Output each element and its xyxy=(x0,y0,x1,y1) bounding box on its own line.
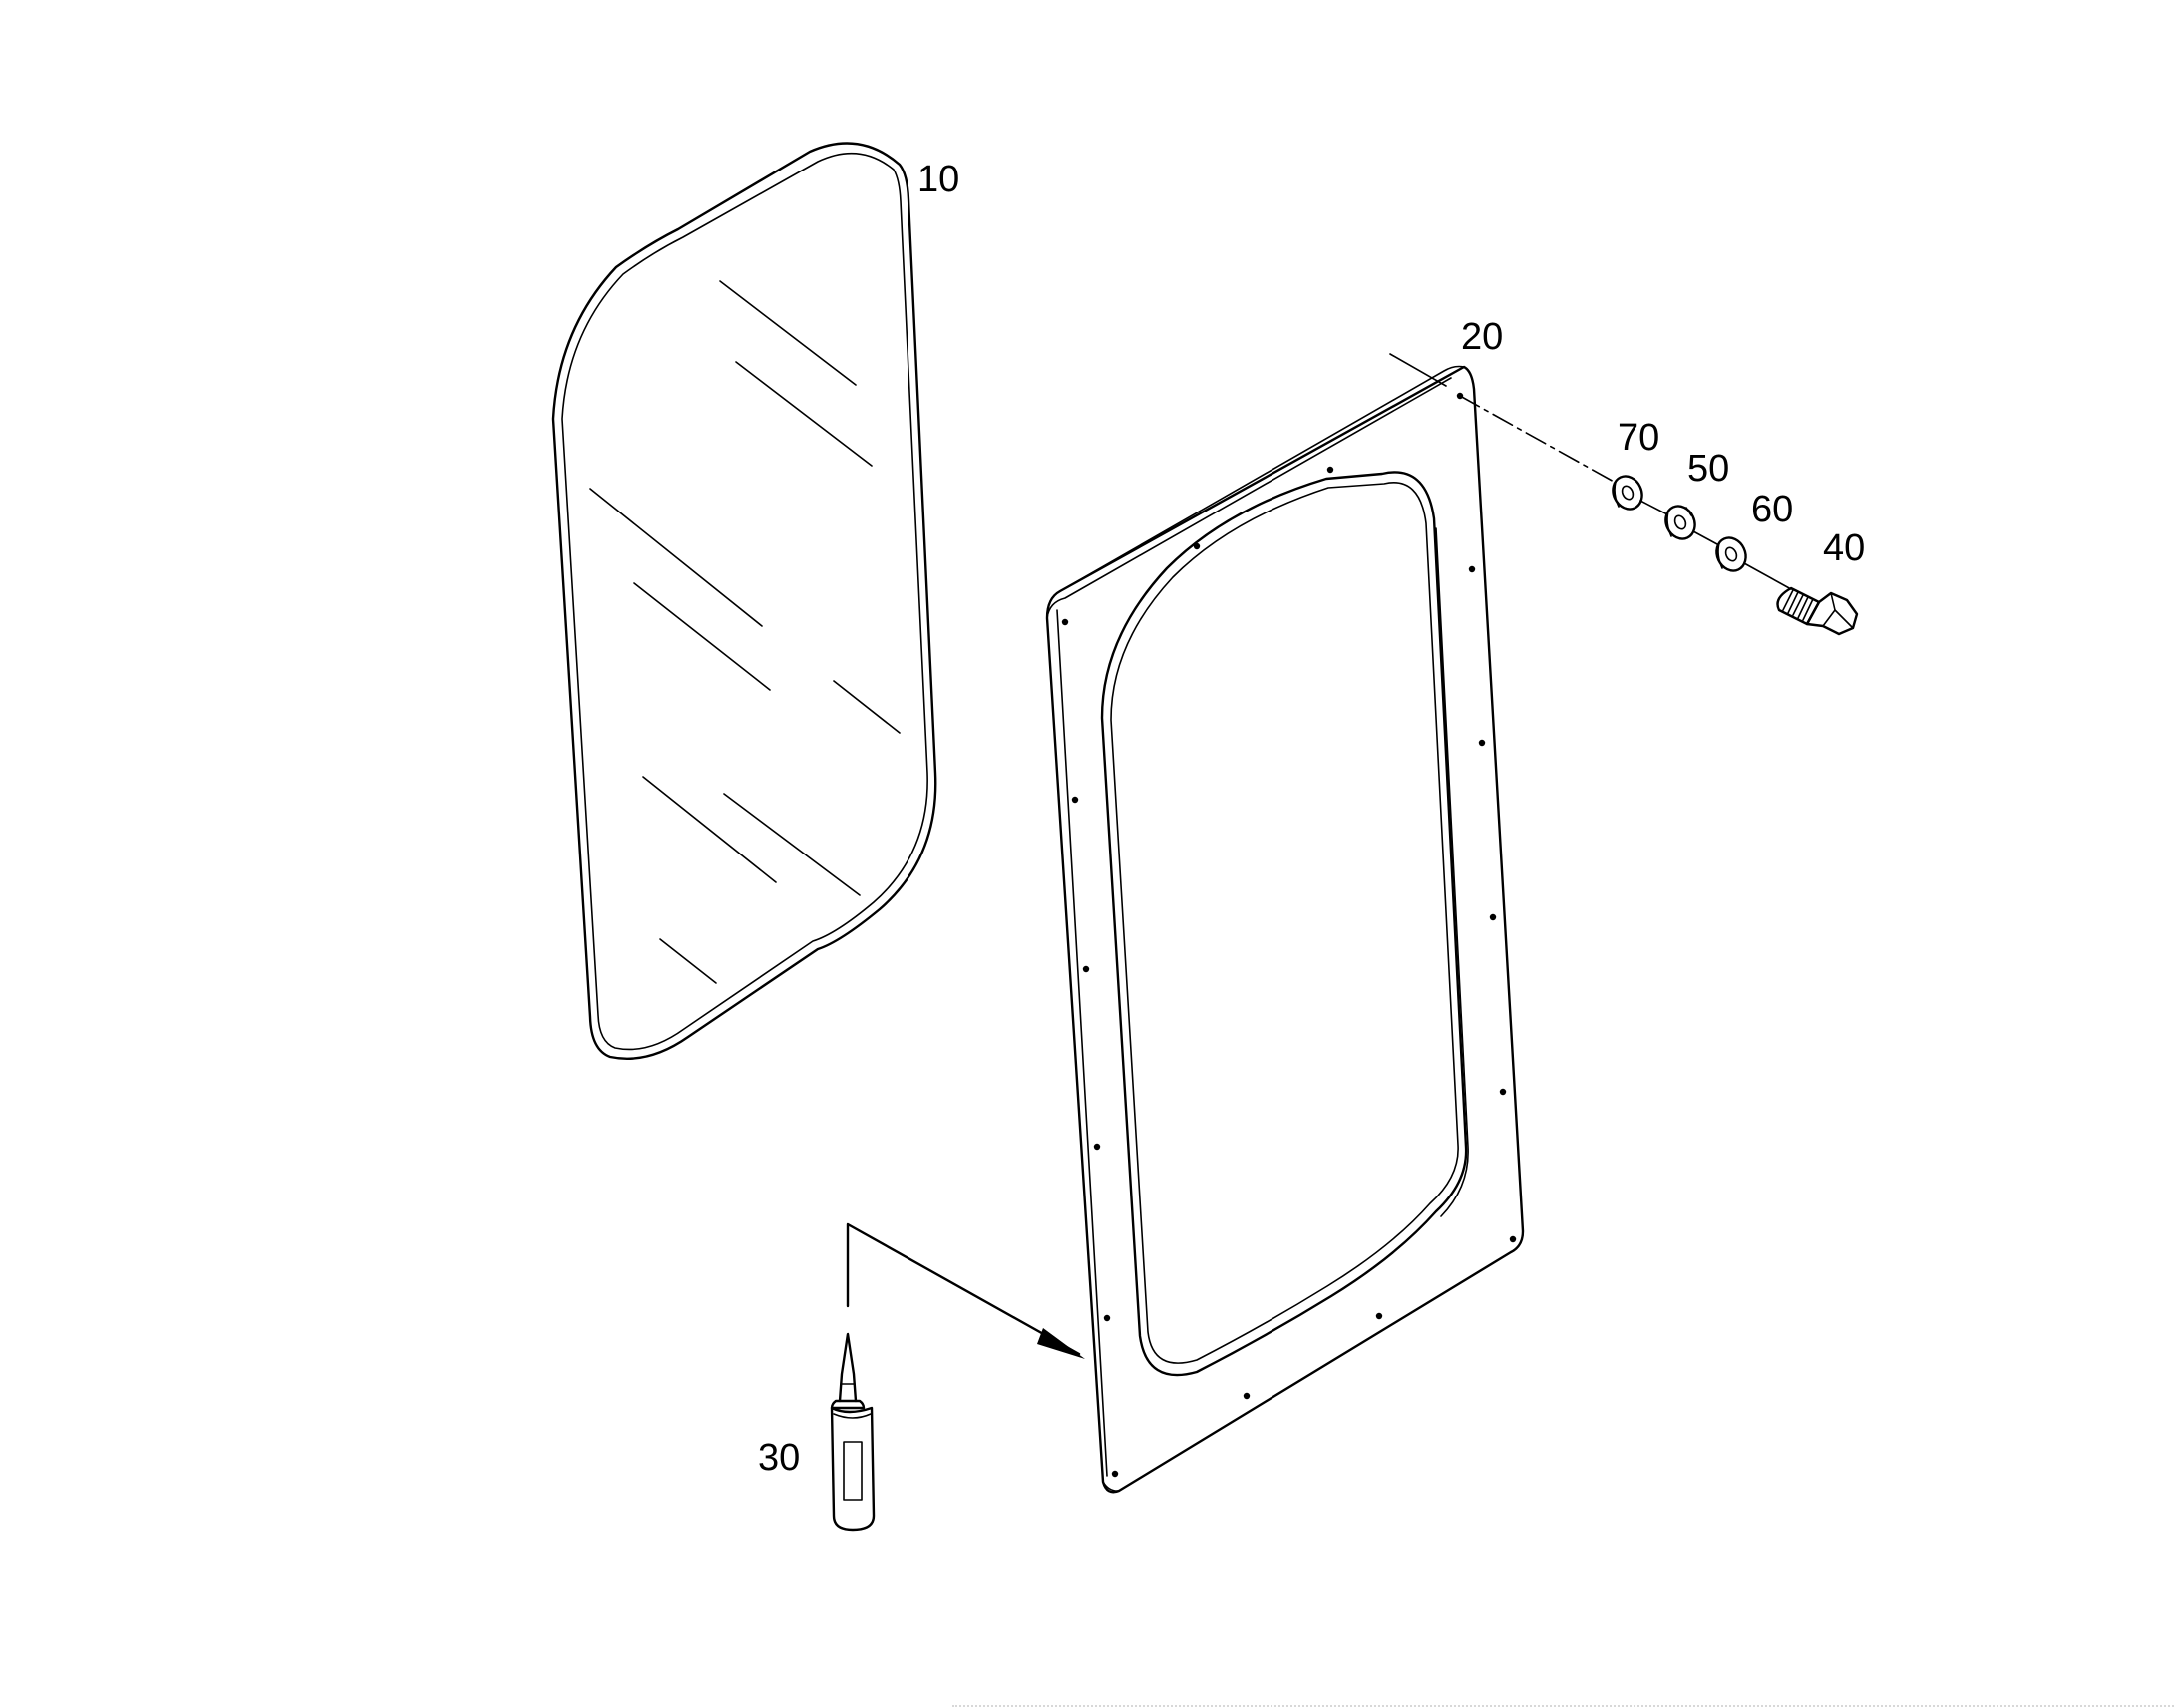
mounting-hole xyxy=(1071,796,1079,804)
glass-reflection-line xyxy=(633,582,771,691)
glass-reflection-line xyxy=(735,361,873,467)
washer-outline xyxy=(1612,475,1643,511)
mounting-hole xyxy=(1326,466,1334,474)
bolt-thread xyxy=(1792,594,1804,616)
glass-reflection-line xyxy=(719,280,857,386)
callout-label-70: 70 xyxy=(1618,417,1659,459)
bolt-thread xyxy=(1782,589,1794,611)
mounting-hole xyxy=(1489,913,1497,921)
page-bottom-rule xyxy=(952,1705,2174,1707)
mounting-hole xyxy=(1499,1088,1507,1096)
bolt-thread xyxy=(1787,591,1799,614)
washer-hole xyxy=(1621,485,1635,501)
callout-label-50: 50 xyxy=(1687,448,1729,490)
bolt-shank xyxy=(1776,586,1821,626)
washer-thickness xyxy=(1666,511,1672,537)
assembly-axis-line xyxy=(1692,530,1718,545)
glass-reflection-line xyxy=(659,938,717,984)
window-frame-opening-lip xyxy=(1435,527,1469,1217)
mounting-hole xyxy=(1468,565,1476,573)
cartridge-collar xyxy=(830,1399,866,1410)
washer-hole xyxy=(1724,546,1738,562)
washer-thickness xyxy=(1717,542,1723,569)
mounting-hole xyxy=(1061,618,1069,626)
cartridge-nozzle xyxy=(838,1332,858,1403)
glass-reflection-line xyxy=(833,680,901,734)
callout-label-10: 10 xyxy=(917,159,959,200)
glass-pane-edge xyxy=(561,152,928,1051)
mounting-hole xyxy=(1478,739,1486,747)
mounting-hole xyxy=(1193,542,1201,550)
callout-label-30: 30 xyxy=(758,1437,800,1479)
bolt-thread xyxy=(1802,598,1814,621)
callout-label-60: 60 xyxy=(1751,489,1793,530)
sealant-cartridge xyxy=(830,1332,876,1532)
mounting-hole xyxy=(1103,1314,1111,1322)
mounting-hole xyxy=(1375,1312,1383,1320)
cartridge-label xyxy=(843,1441,863,1501)
callout-label-20: 20 xyxy=(1461,316,1503,358)
bolt-hex-head-face xyxy=(1822,609,1836,627)
sealant-application-leader xyxy=(846,1222,1081,1356)
assembly-axis-line xyxy=(1639,500,1668,515)
glass-reflection-line xyxy=(723,793,861,896)
mounting-hole xyxy=(1093,1143,1101,1151)
spring-washer-50 xyxy=(1664,505,1696,540)
glass-pane-outline xyxy=(551,142,937,1060)
cartridge-tube xyxy=(830,1406,876,1532)
callout-leader-20 xyxy=(1389,353,1447,387)
spring-washer-split xyxy=(1685,507,1692,516)
glass-reflection-line xyxy=(642,776,777,883)
bolt-40 xyxy=(1776,586,1859,636)
mounting-hole xyxy=(1082,965,1090,973)
window-frame-opening-outer xyxy=(1100,471,1468,1377)
washer-outline xyxy=(1664,505,1696,540)
mounting-hole xyxy=(1509,1235,1517,1243)
assembly-axis-line xyxy=(1459,395,1617,484)
glass-pane xyxy=(551,142,937,1060)
window-frame-inner-plate-edge xyxy=(1056,609,1108,1477)
washer-60 xyxy=(1715,536,1747,572)
washer-70 xyxy=(1612,475,1643,511)
bolt-thread xyxy=(1797,596,1809,619)
glass-reflection-line xyxy=(589,488,763,627)
assembly-axis-line xyxy=(1743,562,1792,590)
window-frame-thickness-edge xyxy=(1102,1481,1120,1492)
cartridge-tube-rim xyxy=(833,1413,872,1419)
callout-label-40: 40 xyxy=(1823,527,1865,569)
sealant-application-arrowhead xyxy=(1037,1328,1085,1359)
mounting-hole xyxy=(1111,1470,1119,1478)
window-frame-thickness-edge xyxy=(1059,365,1465,592)
mounting-hole xyxy=(1243,1392,1251,1400)
window-frame xyxy=(1045,365,1525,1494)
window-frame-opening-inner xyxy=(1110,482,1459,1364)
window-frame-thickness-edge xyxy=(1046,377,1452,619)
washer-thickness xyxy=(1614,481,1620,508)
washer-hole xyxy=(1673,514,1687,530)
washer-outline xyxy=(1715,536,1747,572)
